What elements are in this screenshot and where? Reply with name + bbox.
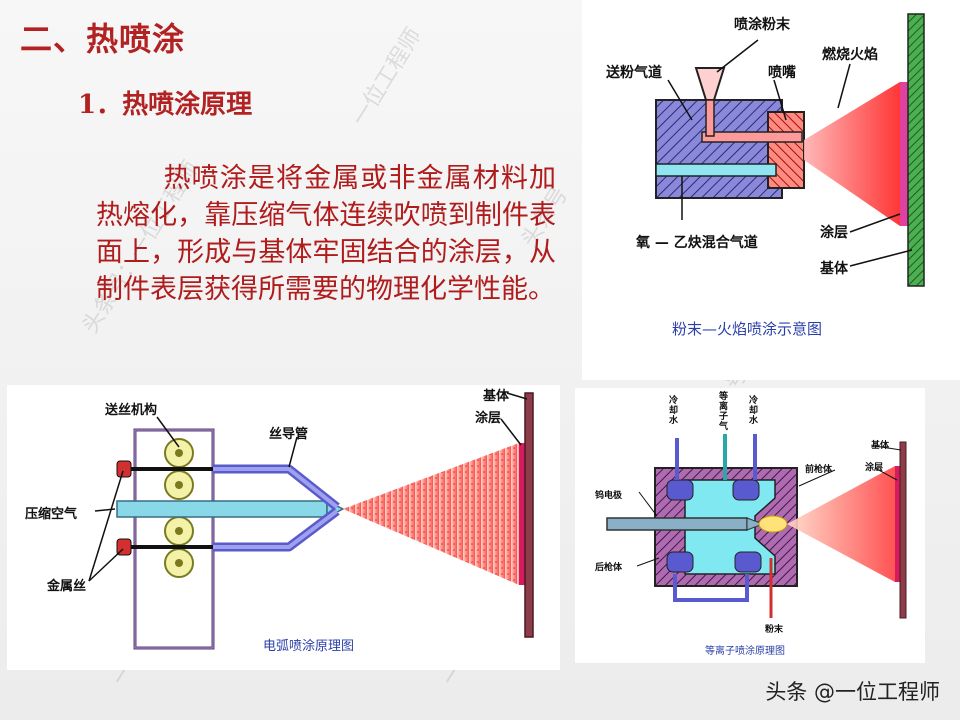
substrate bbox=[907, 13, 925, 287]
coating-layer bbox=[519, 443, 525, 585]
plasma-arc bbox=[758, 515, 788, 533]
source-credit: 头条 @一位工程师 bbox=[765, 680, 940, 704]
arc-spray-diagram: 送丝机构 丝导管 压缩空气 金属丝 基体 涂层 电弧喷涂原理图 bbox=[7, 385, 560, 670]
label-powder: 喷涂粉末 bbox=[734, 17, 790, 33]
label-rear-gun: 后枪体 bbox=[595, 563, 623, 573]
coating-layer bbox=[900, 82, 908, 226]
plasma-spray-diagram: 冷却水 等离子气 冷却水 前枪体 钨电极 后枪体 粉末 基体 涂层 等离子喷涂原… bbox=[575, 388, 925, 663]
label-substrate: 基体 bbox=[483, 389, 510, 404]
body-paragraph: 热喷涂是将金属或非金属材料加热熔化，靠压缩气体连续吹喷到制件表面上，形成与基体牢… bbox=[96, 163, 556, 305]
label-coolant-left: 冷却水 bbox=[669, 396, 679, 426]
flame-cone bbox=[804, 82, 900, 226]
label-metal-wire: 金属丝 bbox=[47, 579, 87, 594]
label-coating: 涂层 bbox=[475, 411, 502, 426]
substrate bbox=[524, 392, 534, 638]
watermark: 一位工程师 bbox=[347, 24, 427, 131]
tungsten-electrode bbox=[606, 517, 748, 531]
label-wire-guide: 丝导管 bbox=[269, 427, 309, 442]
label-coating: 涂层 bbox=[865, 463, 884, 473]
label-coolant-right: 冷却水 bbox=[749, 396, 759, 426]
gas-channel bbox=[655, 163, 777, 177]
label-flame: 燃烧火焰 bbox=[822, 47, 878, 63]
air-pipe bbox=[116, 500, 328, 518]
spray-cone bbox=[343, 443, 519, 585]
section-subtitle: 1．热喷涂原理 bbox=[78, 90, 253, 120]
label-plasma-gas: 等离子气 bbox=[719, 392, 729, 432]
label-tungsten: 钨电极 bbox=[595, 491, 623, 501]
label-gas-mix: 氧 — 乙炔混合气道 bbox=[636, 235, 758, 251]
label-substrate: 基体 bbox=[820, 261, 848, 277]
powder-hopper bbox=[694, 67, 726, 101]
flame-spray-drawing bbox=[655, 13, 925, 287]
spray-cone bbox=[787, 466, 895, 582]
label-compressed-air: 压缩空气 bbox=[25, 507, 78, 522]
flame-diagram-caption: 粉末—火焰喷涂示意图 bbox=[672, 320, 823, 338]
label-coating: 涂层 bbox=[820, 225, 848, 241]
label-wire-feed: 送丝机构 bbox=[105, 403, 158, 418]
label-front-gun: 前枪体 bbox=[805, 465, 833, 475]
gun-body bbox=[655, 99, 783, 199]
arc-diagram-caption: 电弧喷涂原理图 bbox=[263, 639, 355, 654]
label-powder-gas: 送粉气道 bbox=[606, 65, 662, 81]
label-powder: 粉末 bbox=[765, 625, 784, 635]
coating-layer bbox=[895, 466, 900, 582]
substrate bbox=[899, 441, 907, 619]
flame-spray-diagram: 喷涂粉末 送粉气道 喷嘴 燃烧火焰 氧 — 乙炔混合气道 涂层 基体 粉末—火焰… bbox=[582, 0, 960, 380]
label-nozzle: 喷嘴 bbox=[768, 65, 796, 81]
label-substrate: 基体 bbox=[871, 441, 890, 451]
plasma-spray-drawing bbox=[606, 434, 907, 619]
arc-spray-drawing bbox=[88, 392, 534, 650]
plasma-diagram-caption: 等离子喷涂原理图 bbox=[705, 646, 785, 657]
slide-title: 二、热喷涂 bbox=[20, 20, 186, 58]
powder-channel bbox=[701, 131, 803, 143]
